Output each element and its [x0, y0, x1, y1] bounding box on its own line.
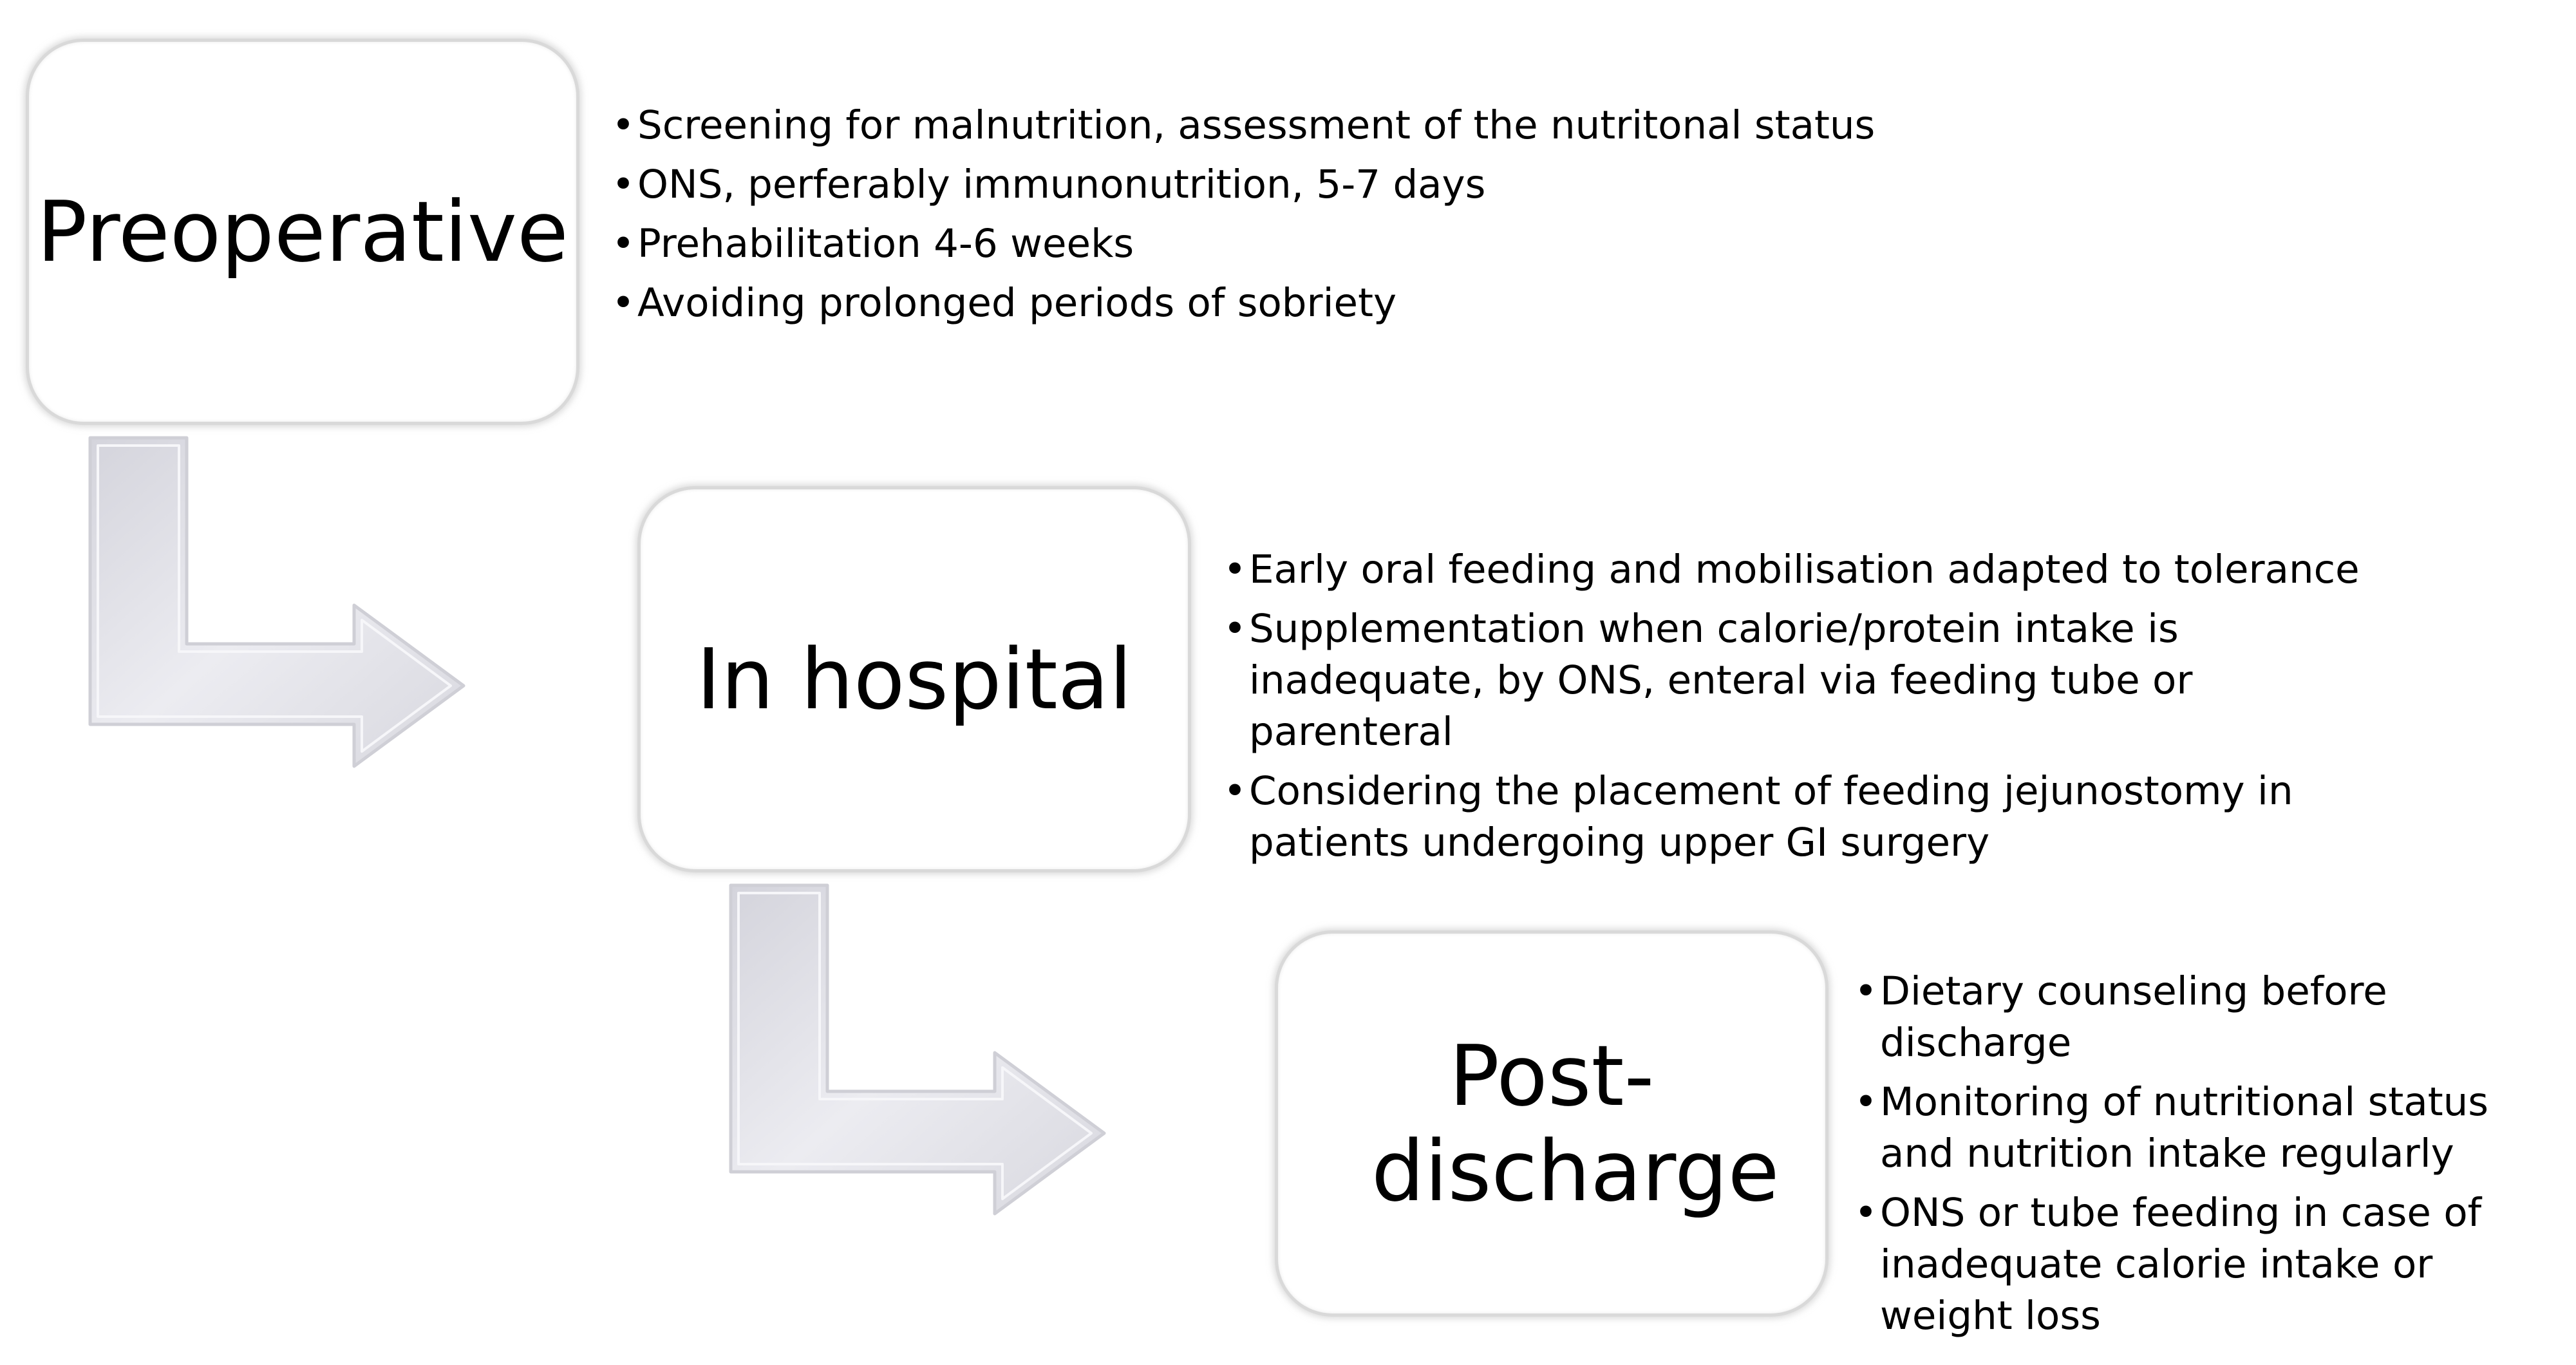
- bullet-list-post-discharge: Dietary counseling before discharge Moni…: [1854, 966, 2562, 1350]
- bullet-item: Supplementation when calorie/protein int…: [1223, 603, 2382, 758]
- bullet-item: Screening for malnutrition, assessment o…: [612, 100, 1899, 151]
- bullet-item: Monitoring of nutritional status and nut…: [1854, 1077, 2562, 1180]
- arrow-bevel: [737, 892, 1093, 1200]
- bullet-list-preoperative: Screening for malnutrition, assessment o…: [612, 100, 1899, 337]
- stage-box-in-hospital: In hospital: [637, 486, 1191, 872]
- stage-box-preoperative: Preoperative: [26, 39, 579, 425]
- bullet-item: Early oral feeding and mobilisation adap…: [1223, 544, 2382, 596]
- stage-title-preoperative: Preoperative: [37, 183, 569, 281]
- stage-box-post-discharge: Post- discharge: [1275, 930, 1829, 1317]
- stage-title-post-discharge: Post- discharge: [1371, 1027, 1780, 1220]
- bullet-item: Avoiding prolonged periods of sobriety: [612, 278, 1899, 329]
- stage-title-in-hospital: In hospital: [696, 630, 1133, 728]
- bullet-item: Prehabilitation 4-6 weeks: [612, 218, 1899, 270]
- bent-arrow-icon: [88, 436, 465, 768]
- arrow-shape: [88, 436, 465, 768]
- bullet-item: Considering the placement of feeding jej…: [1223, 766, 2382, 869]
- bullet-item: ONS, perferably immunonutrition, 5-7 day…: [612, 159, 1899, 211]
- arrow-shape: [729, 883, 1106, 1216]
- bent-arrow-icon: [729, 883, 1106, 1216]
- bullet-list-in-hospital: Early oral feeding and mobilisation adap…: [1223, 544, 2382, 876]
- arrow-bevel: [97, 444, 452, 753]
- bullet-item: ONS or tube feeding in case of inadequat…: [1854, 1187, 2562, 1342]
- bullet-item: Dietary counseling before discharge: [1854, 966, 2562, 1069]
